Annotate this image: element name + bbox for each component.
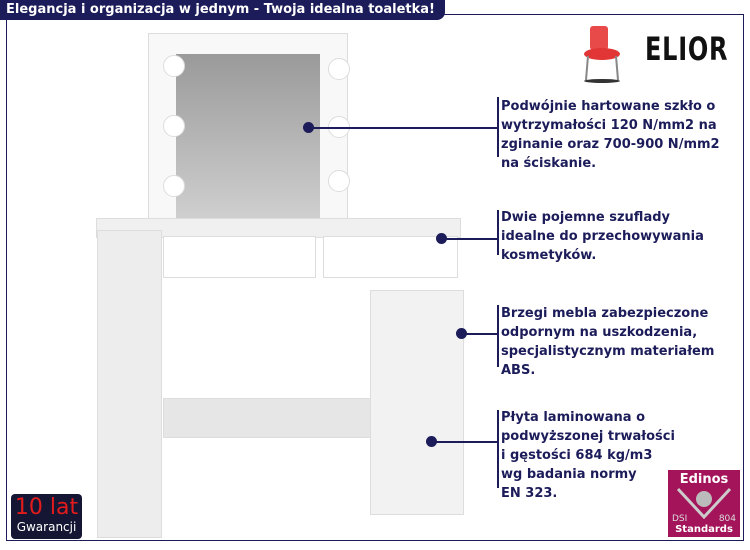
warranty-label: Gwarancji [16,520,77,534]
red-chair-icon [584,26,620,83]
callout-line [441,238,497,240]
edinos-certificate-badge: Edinos DSI 804 Standards [668,470,740,537]
cert-name: Edinos [679,472,729,487]
brand-logo: ELIOR [645,30,729,68]
callout-bracket [497,305,499,367]
callout-line [461,333,497,335]
feature-glass: Podwójnie hartowane szkło o wytrzymałośc… [501,99,720,171]
feature-drawers: Dwie pojemne szuflady idealne do przecho… [501,210,704,263]
callout-bracket [497,97,499,157]
feature-abs-edges: Brzegi mebla zabezpieczone odpornym na u… [501,306,715,378]
feature-laminate: Płyta laminowana o podwyższonej trwałośc… [501,410,675,501]
callout-bracket [497,210,499,255]
callout-line [308,127,498,129]
cert-right: 804 [718,514,736,524]
warranty-years: 10 lat [14,495,79,520]
callout-line [431,441,497,443]
cert-footer: Standards [675,524,733,535]
cert-v-icon [676,487,732,519]
banner-title: Elegancja i organizacja w jednym - Twoja… [0,0,445,20]
warranty-badge: 10 lat Gwarancji [11,494,82,539]
cert-left: DSI [672,514,688,524]
callout-bracket [497,410,499,488]
